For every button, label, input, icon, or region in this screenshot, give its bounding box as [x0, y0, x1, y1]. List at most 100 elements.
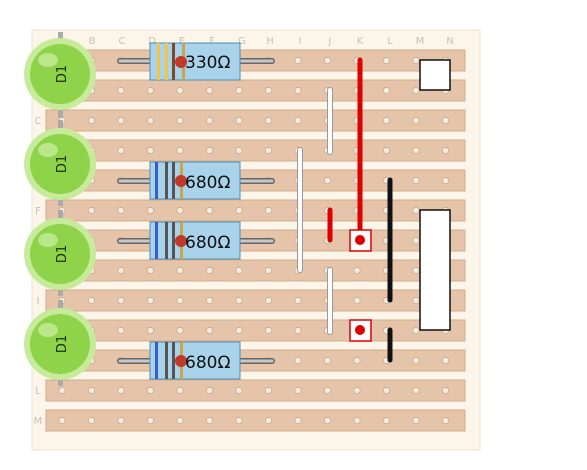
strip-hole[interactable]	[412, 356, 420, 365]
strip-hole[interactable]	[264, 206, 273, 215]
strip-hole[interactable]	[264, 416, 273, 425]
strip-hole[interactable]	[117, 386, 125, 395]
strip-hole[interactable]	[294, 326, 302, 335]
strip-hole[interactable]	[117, 146, 125, 155]
connector-block[interactable]	[419, 209, 451, 331]
strip-hole[interactable]	[264, 386, 273, 395]
strip-hole[interactable]	[441, 146, 450, 155]
strip-hole[interactable]	[235, 326, 243, 335]
strip-hole[interactable]	[235, 386, 243, 395]
strip-hole[interactable]	[412, 386, 420, 395]
strip-hole[interactable]	[264, 116, 273, 125]
strip-hole[interactable]	[205, 146, 214, 155]
strip-hole[interactable]	[205, 416, 214, 425]
strip-hole[interactable]	[264, 266, 273, 275]
strip-hole[interactable]	[294, 56, 302, 65]
strip-hole[interactable]	[412, 416, 420, 425]
resistor[interactable]: 680Ω	[117, 161, 275, 200]
strip-hole[interactable]	[87, 206, 96, 215]
strip-hole[interactable]	[146, 386, 155, 395]
strip-hole[interactable]	[146, 86, 155, 95]
strip-hole[interactable]	[353, 266, 361, 275]
strip-hole[interactable]	[412, 206, 420, 215]
strip-hole[interactable]	[264, 326, 273, 335]
led[interactable]: D1	[24, 120, 96, 206]
strip-hole[interactable]	[117, 86, 125, 95]
strip-hole[interactable]	[205, 206, 214, 215]
strip-hole[interactable]	[205, 86, 214, 95]
strip-hole[interactable]	[176, 266, 184, 275]
strip-hole[interactable]	[58, 386, 66, 395]
strip-hole[interactable]	[205, 116, 214, 125]
strip-hole[interactable]	[235, 416, 243, 425]
strip-hole[interactable]	[205, 296, 214, 305]
strip-hole[interactable]	[235, 146, 243, 155]
strip-hole[interactable]	[146, 146, 155, 155]
strip-hole[interactable]	[176, 206, 184, 215]
strip-hole[interactable]	[117, 296, 125, 305]
strip-hole[interactable]	[176, 296, 184, 305]
resistor[interactable]: 330Ω	[117, 42, 275, 81]
strip-hole[interactable]	[323, 386, 332, 395]
resistor[interactable]: 680Ω	[117, 221, 275, 260]
strip-hole[interactable]	[323, 176, 332, 185]
strip-hole[interactable]	[382, 416, 391, 425]
strip-hole[interactable]	[323, 416, 332, 425]
resistor[interactable]: 680Ω	[117, 341, 275, 380]
strip-hole[interactable]	[294, 86, 302, 95]
strip-hole[interactable]	[412, 266, 420, 275]
strip-hole[interactable]	[412, 326, 420, 335]
strip-hole[interactable]	[235, 296, 243, 305]
strip-hole[interactable]	[264, 146, 273, 155]
strip-hole[interactable]	[353, 416, 361, 425]
strip-hole[interactable]	[323, 356, 332, 365]
led[interactable]: D1	[24, 210, 96, 296]
strip-hole[interactable]	[353, 296, 361, 305]
strip-hole[interactable]	[146, 326, 155, 335]
strip-hole[interactable]	[176, 146, 184, 155]
strip-hole[interactable]	[412, 236, 420, 245]
strip-hole[interactable]	[412, 146, 420, 155]
strip-hole[interactable]	[205, 386, 214, 395]
strip-hole[interactable]	[235, 86, 243, 95]
strip-hole[interactable]	[176, 386, 184, 395]
strip-hole[interactable]	[146, 266, 155, 275]
strip-hole[interactable]	[353, 386, 361, 395]
strip-hole[interactable]	[176, 416, 184, 425]
strip-hole[interactable]	[146, 116, 155, 125]
strip-hole[interactable]	[412, 296, 420, 305]
strip-hole[interactable]	[441, 416, 450, 425]
strip-hole[interactable]	[117, 416, 125, 425]
strip-hole[interactable]	[353, 356, 361, 365]
strip-hole[interactable]	[87, 416, 96, 425]
strip-hole[interactable]	[294, 356, 302, 365]
strip-hole[interactable]	[294, 386, 302, 395]
strip-hole[interactable]	[382, 56, 391, 65]
strip-hole[interactable]	[412, 116, 420, 125]
strip-hole[interactable]	[176, 116, 184, 125]
strip-hole[interactable]	[264, 296, 273, 305]
strip-hole[interactable]	[412, 176, 420, 185]
strip-hole[interactable]	[205, 266, 214, 275]
strip-hole[interactable]	[146, 416, 155, 425]
strip-hole[interactable]	[117, 266, 125, 275]
connector-block[interactable]	[419, 59, 451, 91]
strip-hole[interactable]	[176, 326, 184, 335]
strip-hole[interactable]	[205, 326, 214, 335]
strip-hole[interactable]	[382, 386, 391, 395]
strip-hole[interactable]	[117, 326, 125, 335]
strip-hole[interactable]	[323, 56, 332, 65]
strip-hole[interactable]	[441, 356, 450, 365]
strip-hole[interactable]	[117, 206, 125, 215]
strip-hole[interactable]	[235, 206, 243, 215]
strip-hole[interactable]	[176, 86, 184, 95]
strip-hole[interactable]	[382, 146, 391, 155]
strip-hole[interactable]	[146, 296, 155, 305]
strip-hole[interactable]	[117, 116, 125, 125]
strip-hole[interactable]	[441, 176, 450, 185]
strip-hole[interactable]	[87, 116, 96, 125]
strip-hole[interactable]	[235, 266, 243, 275]
strip-hole[interactable]	[382, 86, 391, 95]
strip-hole[interactable]	[58, 416, 66, 425]
strip-hole[interactable]	[87, 386, 96, 395]
